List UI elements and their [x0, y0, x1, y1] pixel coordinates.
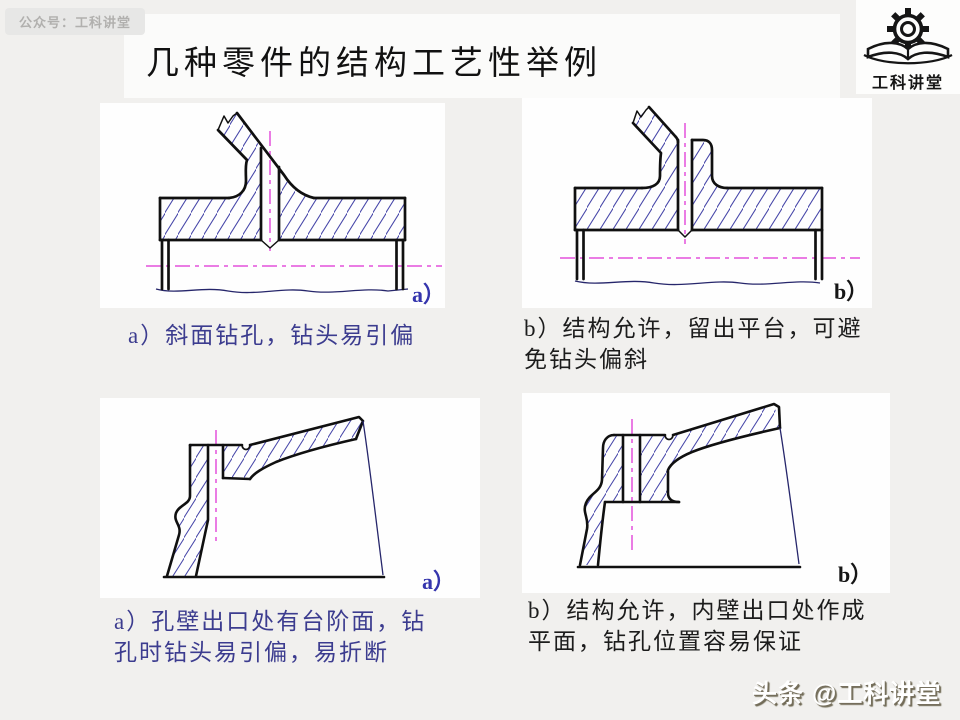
watermark: 头条 @工科讲堂	[752, 680, 942, 708]
section-drawing-slanted-hole-a	[146, 111, 442, 294]
section-drawing-stepped-exit-a	[162, 415, 386, 579]
figure-label: a）	[422, 569, 456, 594]
figure-bottom-left: a）	[100, 398, 480, 598]
figure-top-left: a）	[100, 103, 445, 308]
section-drawing-platform-hole-b	[560, 105, 860, 286]
caption-top-right: b）结构允许，留出平台，可避 免钻头偏斜	[524, 316, 863, 372]
gear-book-logo-icon	[863, 8, 953, 65]
figure-label: b）	[834, 279, 869, 304]
page-title: 几种零件的结构工艺性举例	[146, 46, 602, 82]
figure-top-right: b）	[522, 98, 872, 308]
logo: 工科讲堂	[856, 0, 960, 94]
caption-bottom-right: b）结构允许，内壁出口处作成 平面，钻孔位置容易保证	[528, 598, 867, 654]
account-badge-label: 公众号：工科讲堂	[19, 15, 132, 30]
title-band	[124, 14, 840, 98]
figure-label: a）	[412, 282, 446, 307]
section-drawing-flat-exit-b	[576, 402, 802, 569]
caption-top-left: a）斜面钻孔，钻头易引偏	[128, 323, 416, 348]
account-badge: 公众号：工科讲堂	[5, 8, 146, 35]
figure-label: b）	[838, 562, 873, 587]
caption-bottom-left: a）孔壁出口处有台阶面，钻 孔时钻头易引偏，易折断	[114, 609, 427, 665]
figure-bottom-right: b）	[522, 393, 890, 593]
logo-text: 工科讲堂	[871, 75, 944, 92]
